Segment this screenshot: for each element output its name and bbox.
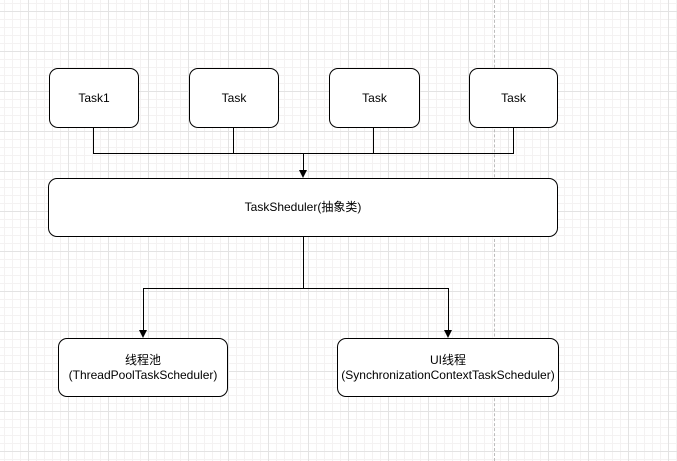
node-task4-label: Task bbox=[501, 90, 526, 105]
node-thread-pool-scheduler[interactable]: 线程池 (ThreadPoolTaskScheduler) bbox=[58, 338, 228, 397]
node-task1[interactable]: Task1 bbox=[49, 68, 139, 128]
node-task2-label: Task bbox=[221, 90, 247, 105]
node-thread-pool-scheduler-label: 线程池 (ThreadPoolTaskScheduler) bbox=[68, 352, 218, 382]
connector-task2-drop bbox=[233, 128, 234, 153]
node-task2[interactable]: Task bbox=[189, 68, 279, 128]
arrowhead-into-scheduler bbox=[299, 170, 307, 178]
node-task-scheduler-label: TaskSheduler(抽象类) bbox=[244, 200, 362, 214]
node-task-scheduler[interactable]: TaskSheduler(抽象类) bbox=[48, 178, 558, 237]
node-ui-thread-scheduler-label: UI线程 (SynchronizationContextTaskSchedule… bbox=[341, 352, 555, 382]
connector-bus-to-scheduler bbox=[303, 153, 304, 171]
connector-task4-drop bbox=[513, 128, 514, 153]
node-task1-label: Task1 bbox=[78, 90, 110, 105]
arrowhead-into-thread-pool bbox=[139, 330, 147, 338]
connector-task3-drop bbox=[373, 128, 374, 153]
connector-branch-right-drop bbox=[448, 288, 449, 330]
node-ui-thread-scheduler[interactable]: UI线程 (SynchronizationContextTaskSchedule… bbox=[337, 338, 559, 397]
node-task4[interactable]: Task bbox=[469, 68, 558, 128]
connector-branch-bus bbox=[143, 288, 449, 289]
node-task3[interactable]: Task bbox=[329, 68, 420, 128]
connector-branch-left-drop bbox=[143, 288, 144, 330]
arrowhead-into-ui-thread bbox=[444, 330, 452, 338]
connector-task1-drop bbox=[93, 128, 94, 153]
connector-scheduler-drop bbox=[303, 237, 304, 288]
node-task3-label: Task bbox=[362, 90, 387, 105]
